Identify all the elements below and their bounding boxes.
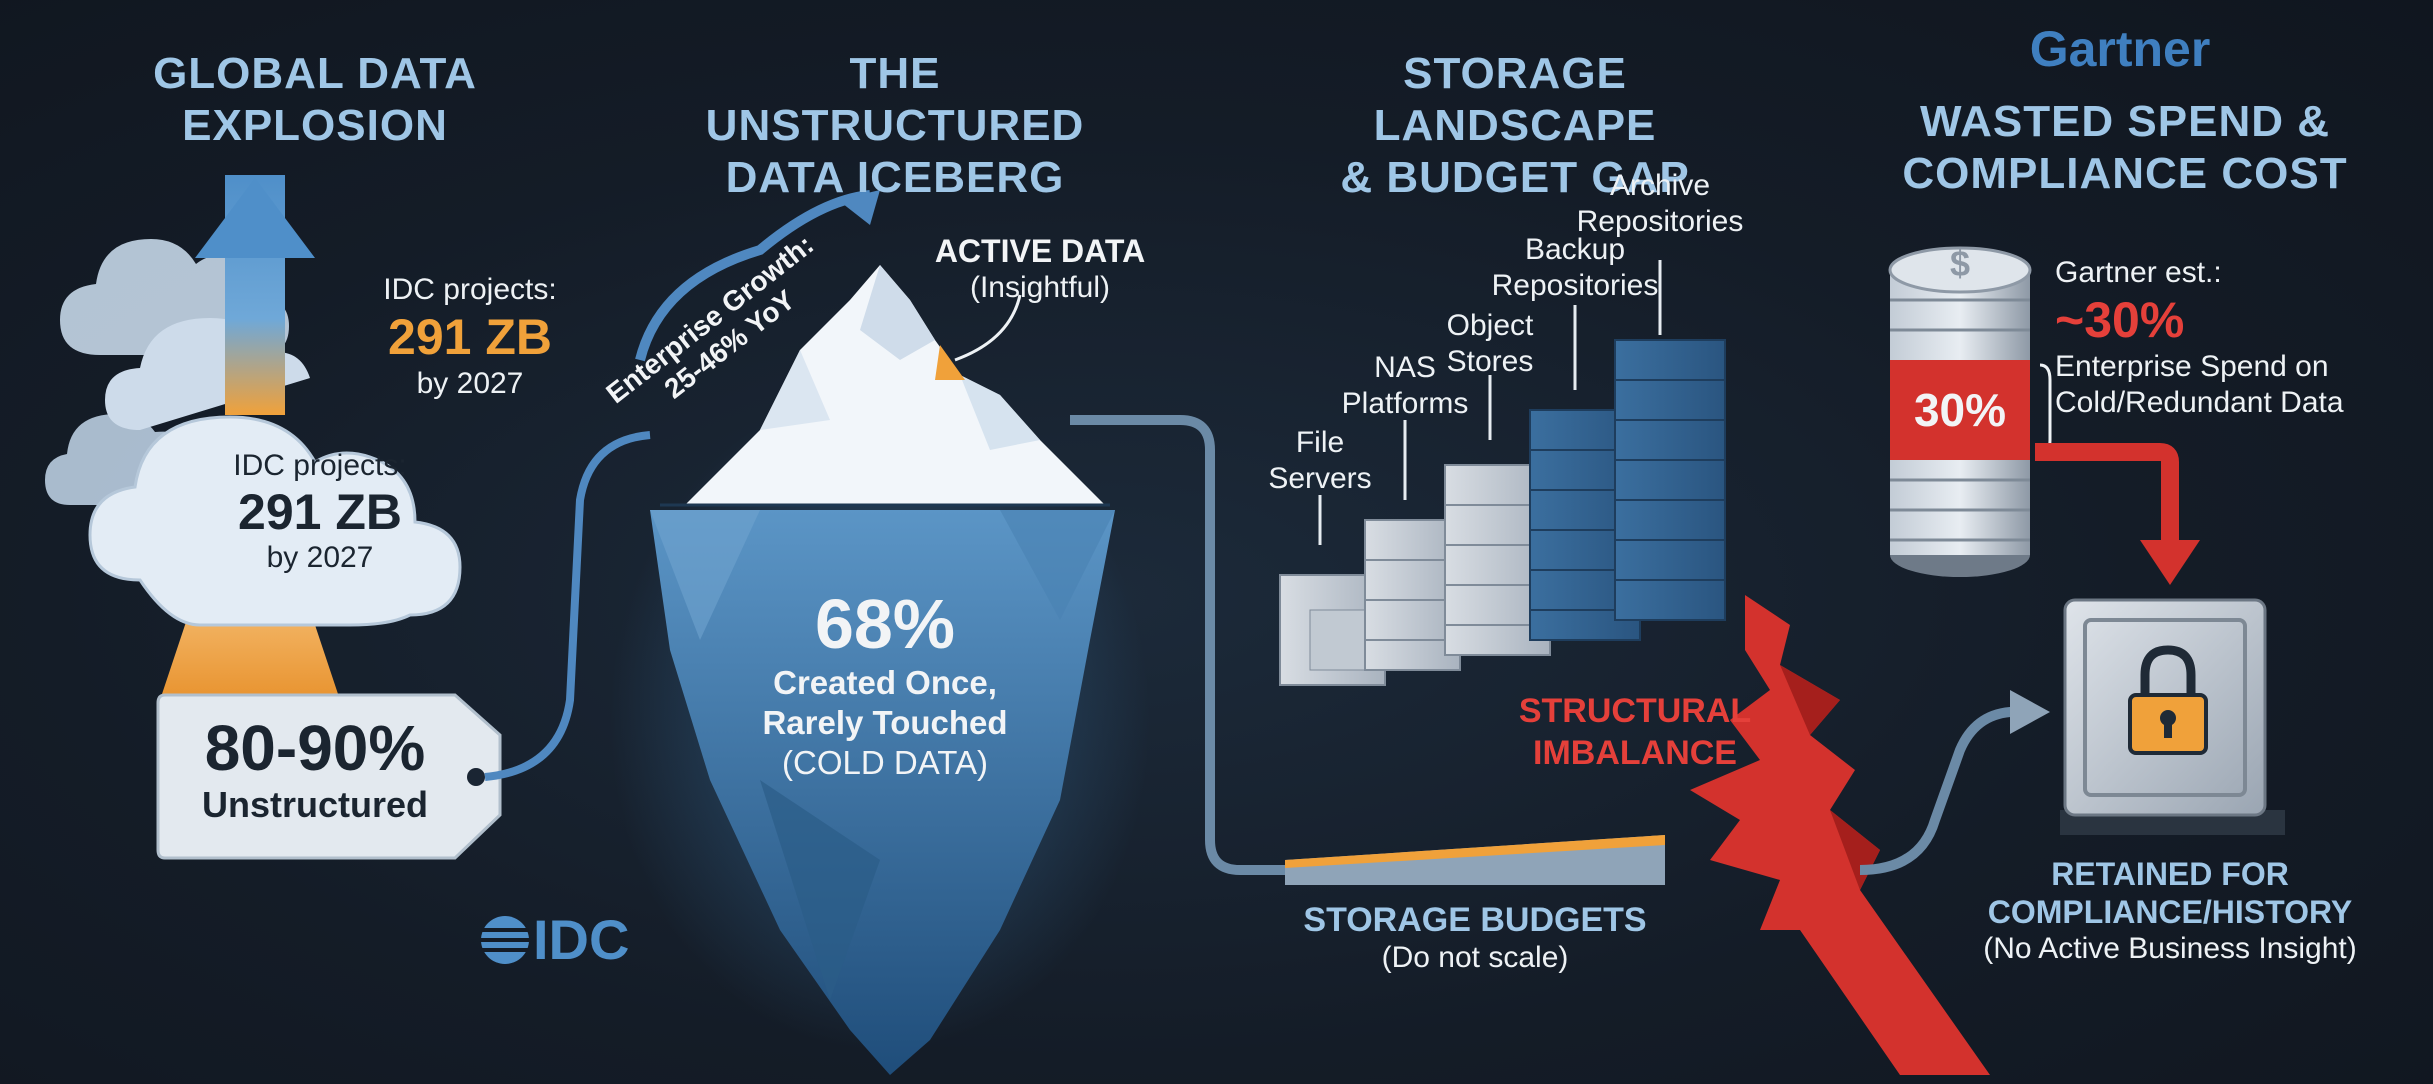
main-cloud-icon	[88, 415, 462, 627]
gartner-estimate-callout: Gartner est.: ~30% Enterprise Spend on C…	[2055, 255, 2385, 421]
growth-curve	[635, 190, 871, 362]
panel2-title-line1: THE UNSTRUCTURED	[705, 49, 1085, 150]
idc-projection-suffix: by 2027	[416, 367, 524, 400]
active-data-sub: (Insightful)	[969, 271, 1111, 304]
retained-label: RETAINED FOR COMPLIANCE/HISTORY (No Acti…	[1930, 855, 2410, 967]
panel4-title-line2: COMPLIANCE COST	[1902, 149, 2348, 198]
panel3-title-line1: STORAGE LANDSCAPE	[1373, 49, 1657, 150]
growth-arrow-tip	[195, 178, 315, 258]
label-pointers	[1318, 260, 1662, 545]
cold-data-line3: (COLD DATA)	[782, 744, 988, 781]
growth-curve-head	[838, 190, 880, 225]
cloud-projection-text: IDC projects: 291 ZB by 2027	[185, 448, 455, 576]
retained-line1: RETAINED FOR	[2051, 856, 2289, 892]
active-data-label: ACTIVE DATA (Insightful)	[920, 232, 1160, 306]
idc-logo-text: IDC	[533, 908, 630, 971]
gartner-estimate-value: ~30%	[2055, 292, 2185, 348]
label-backup-repositories-line2: Repositories	[1491, 269, 1659, 302]
connector-line	[1070, 415, 1290, 875]
unstructured-tag-label: Unstructured	[201, 784, 429, 825]
coin-bracket	[2039, 363, 2052, 457]
gartner-estimate-prefix: Gartner est.:	[2055, 256, 2222, 289]
coin-stack-icon	[1888, 246, 2032, 577]
unstructured-tag-value: 80-90%	[204, 712, 426, 784]
structural-imbalance-line2: IMBALANCE	[1533, 734, 1737, 772]
label-backup-repositories: Backup Repositories	[1460, 232, 1690, 304]
label-nas-platforms-line2: Platforms	[1341, 387, 1469, 420]
cloud-projection-suffix: by 2027	[266, 541, 374, 574]
panel4-title: WASTED SPEND & COMPLIANCE COST	[1900, 96, 2350, 200]
panel1-title: GLOBAL DATA EXPLOSION	[120, 48, 510, 152]
label-nas-platforms: NAS Platforms	[1325, 350, 1485, 422]
gartner-logo-text: Gartner	[2029, 21, 2211, 77]
label-nas-platforms-line1: NAS	[1374, 351, 1436, 384]
idc-projection-prefix: IDC projects:	[383, 273, 557, 306]
iceberg-underwater	[650, 510, 1115, 1075]
idc-projection-value: 291 ZB	[388, 309, 552, 365]
idc-projection-callout: IDC projects: 291 ZB by 2027	[345, 272, 595, 402]
gartner-estimate-line1: Enterprise Spend on	[2055, 350, 2329, 383]
active-data-marker	[935, 345, 965, 380]
active-data-pointer	[954, 294, 1022, 362]
idc-globe-icon	[481, 916, 529, 964]
panel3-title-line2: & BUDGET GAP	[1340, 153, 1690, 202]
panel2-title: THE UNSTRUCTURED DATA ICEBERG	[660, 48, 1130, 204]
panel4-title-line1: WASTED SPEND &	[1919, 97, 2331, 146]
unstructured-tag-text: 80-90% Unstructured	[165, 712, 465, 826]
safe-connector-head	[2010, 690, 2050, 734]
panel1-title-line1: GLOBAL DATA	[153, 49, 477, 98]
label-archive-repositories: Archive Repositories	[1545, 168, 1775, 240]
server-archive-icon	[1614, 339, 1726, 621]
label-file-servers: File Servers	[1255, 425, 1385, 497]
label-object-stores: Object Stores	[1420, 308, 1560, 380]
cold-data-text: 68% Created Once, Rarely Touched (COLD D…	[720, 585, 1050, 783]
label-backup-repositories-line1: Backup	[1524, 233, 1626, 266]
cold-data-line2: Rarely Touched	[762, 704, 1008, 741]
active-data-title: ACTIVE DATA	[934, 233, 1146, 269]
red-down-arrow-shaft	[2035, 443, 2179, 540]
label-object-stores-line2: Stores	[1446, 345, 1534, 378]
label-file-servers-line1: File	[1295, 426, 1345, 459]
label-object-stores-line1: Object	[1446, 309, 1534, 342]
retained-sub: (No Active Business Insight)	[1983, 932, 2357, 965]
cold-data-value: 68%	[814, 585, 956, 663]
panel3-title: STORAGE LANDSCAPE & BUDGET GAP	[1270, 48, 1760, 204]
label-archive-repositories-line2: Repositories	[1576, 205, 1744, 238]
padlock-icon	[2128, 645, 2208, 755]
structural-imbalance-label: STRUCTURAL IMBALANCE	[1480, 690, 1790, 774]
panel2-title-line2: DATA ICEBERG	[725, 153, 1065, 202]
storage-budgets-sub: (Do not scale)	[1381, 941, 1569, 974]
price-tag-icon	[156, 693, 502, 860]
dollar-icon: $	[1949, 243, 1971, 284]
panel1-title-line2: EXPLOSION	[182, 101, 448, 150]
storage-budgets-label: STORAGE BUDGETS (Do not scale)	[1290, 900, 1660, 976]
safe-connector	[1859, 707, 2025, 875]
cloud-projection-value: 291 ZB	[238, 484, 402, 540]
red-down-arrow-head	[2140, 540, 2200, 585]
tag-string	[484, 431, 651, 781]
structural-imbalance-line1: STRUCTURAL	[1518, 692, 1752, 730]
label-file-servers-line2: Servers	[1268, 462, 1372, 495]
cloud-projection-prefix: IDC projects:	[233, 449, 407, 482]
label-archive-repositories-line1: Archive	[1609, 169, 1711, 202]
storage-budgets-title: STORAGE BUDGETS	[1303, 901, 1647, 939]
retained-line2: COMPLIANCE/HISTORY	[1987, 894, 2353, 930]
gartner-estimate-line2: Cold/Redundant Data	[2055, 386, 2344, 419]
cold-data-line1: Created Once,	[773, 664, 997, 701]
coin-band-value: 30%	[1913, 384, 2007, 436]
